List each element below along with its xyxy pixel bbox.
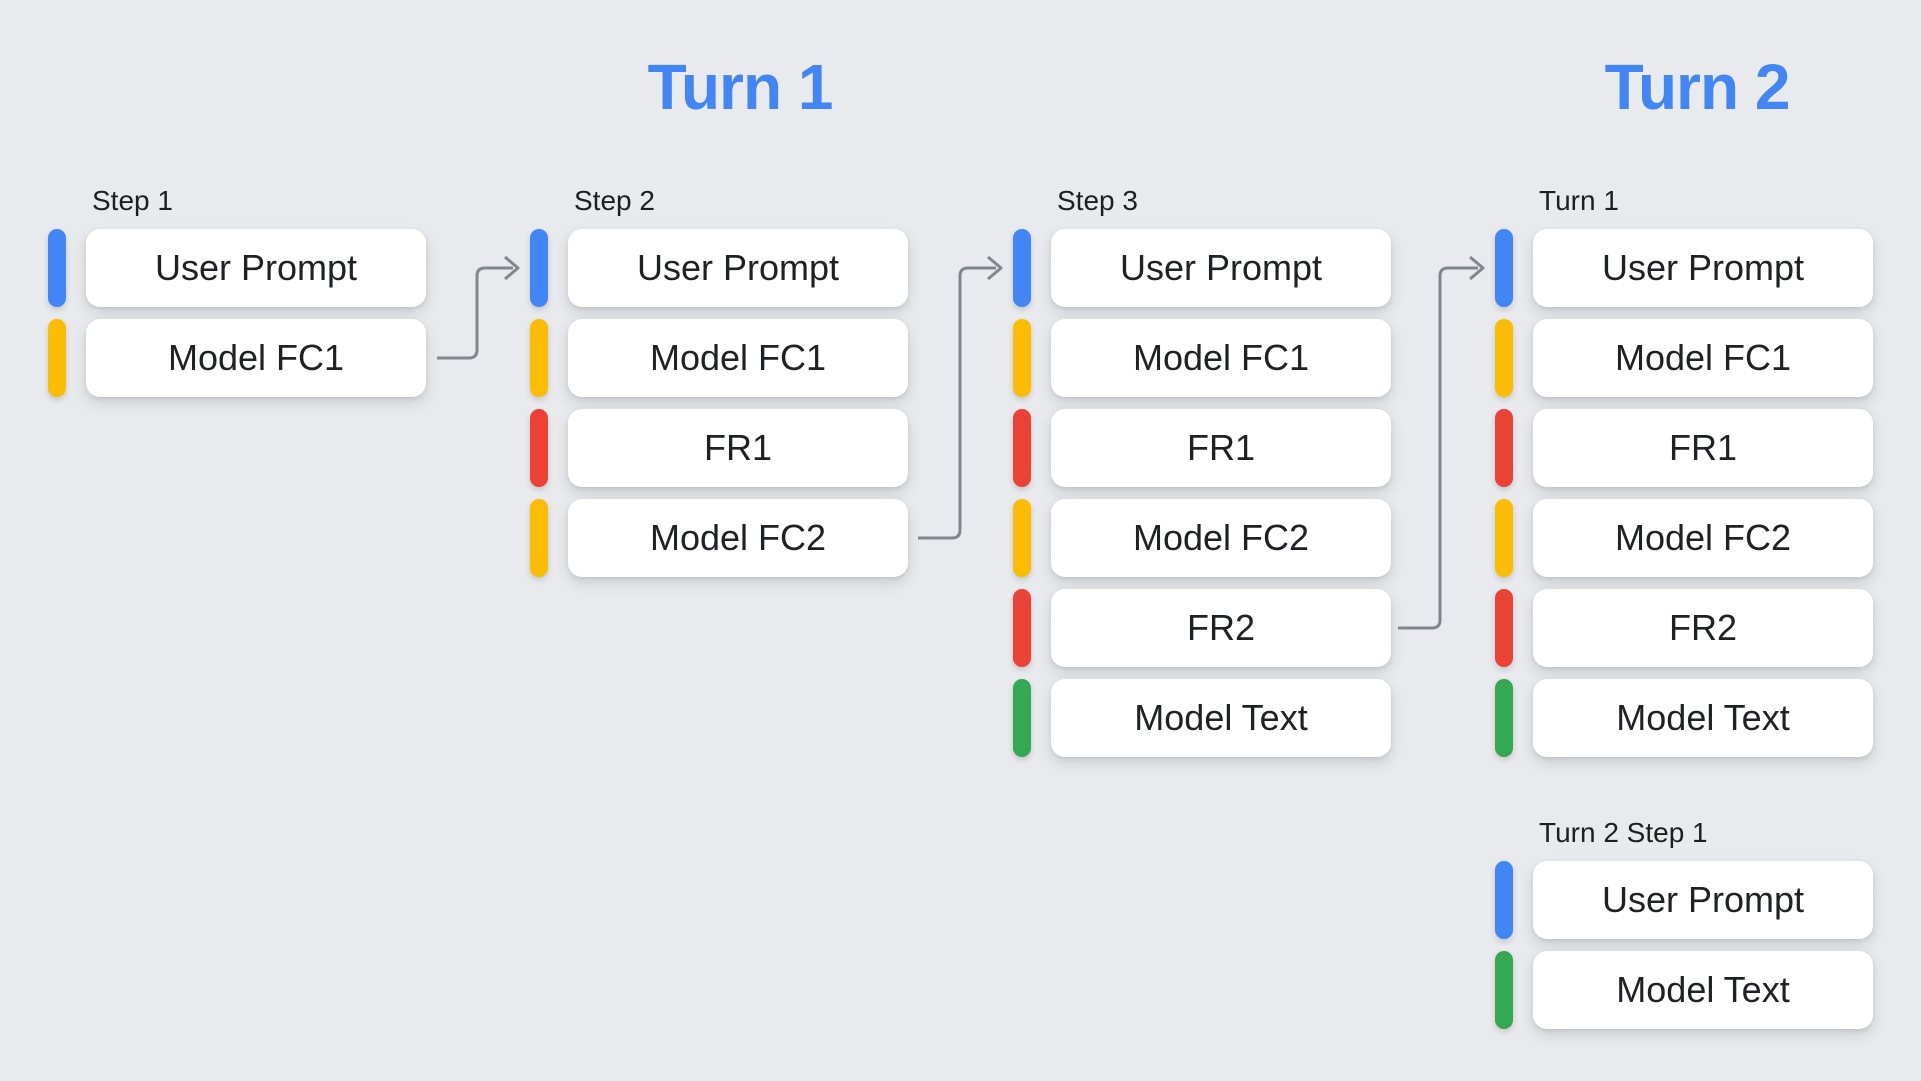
user-prompt-color-bar	[1013, 229, 1031, 307]
turn-1-title: Turn 1	[647, 51, 834, 123]
arrow-step1-to-step2-head	[504, 255, 520, 281]
model-fc2-color-bar	[1013, 499, 1031, 577]
model-fc1-color-bar	[1495, 319, 1513, 397]
row-model-fc2: Model FC2	[1495, 499, 1873, 577]
row-model-fc2: Model FC2	[1013, 499, 1391, 577]
model-fc2-card: Model FC2	[1051, 499, 1391, 577]
row-model-text: Model Text	[1495, 951, 1873, 1029]
user-prompt-color-bar	[1495, 229, 1513, 307]
column-step-1: Step 1 User Prompt Model FC1	[48, 186, 426, 409]
model-text-card: Model Text	[1533, 951, 1873, 1029]
model-text-card: Model Text	[1533, 679, 1873, 757]
column-label: Step 2	[574, 185, 655, 216]
user-prompt-card: User Prompt	[1533, 229, 1873, 307]
model-fc1-card: Model FC1	[568, 319, 908, 397]
row-fr2: FR2	[1495, 589, 1873, 667]
model-fc2-card: Model FC2	[568, 499, 908, 577]
arrow-step2-to-step3-head	[987, 255, 1003, 281]
row-user-prompt: User Prompt	[48, 229, 426, 307]
row-fr2: FR2	[1013, 589, 1391, 667]
user-prompt-card: User Prompt	[1533, 861, 1873, 939]
user-prompt-card: User Prompt	[568, 229, 908, 307]
model-fc2-card: Model FC2	[1533, 499, 1873, 577]
model-fc2-color-bar	[530, 499, 548, 577]
model-text-color-bar	[1495, 679, 1513, 757]
model-fc1-card: Model FC1	[1533, 319, 1873, 397]
model-text-color-bar	[1013, 679, 1031, 757]
column-label: Turn 2 Step 1	[1539, 817, 1708, 848]
user-prompt-color-bar	[530, 229, 548, 307]
column-step-3: Step 3 User Prompt Model FC1 FR1 Model F…	[1013, 186, 1391, 769]
model-fc1-color-bar	[48, 319, 66, 397]
row-model-fc1: Model FC1	[1013, 319, 1391, 397]
fr1-color-bar	[1495, 409, 1513, 487]
user-prompt-color-bar	[1495, 861, 1513, 939]
row-user-prompt: User Prompt	[530, 229, 908, 307]
user-prompt-card: User Prompt	[86, 229, 426, 307]
model-fc1-color-bar	[1013, 319, 1031, 397]
arrow-step1-to-step2	[437, 266, 513, 360]
row-fr1: FR1	[530, 409, 908, 487]
fr2-color-bar	[1013, 589, 1031, 667]
fr1-color-bar	[1013, 409, 1031, 487]
model-fc1-card: Model FC1	[1051, 319, 1391, 397]
fr1-color-bar	[530, 409, 548, 487]
model-fc2-color-bar	[1495, 499, 1513, 577]
fr2-color-bar	[1495, 589, 1513, 667]
arrow-step3-to-turn1-head	[1469, 255, 1485, 281]
model-text-color-bar	[1495, 951, 1513, 1029]
arrow-step3-to-turn1	[1398, 266, 1478, 630]
row-model-text: Model Text	[1013, 679, 1391, 757]
row-model-fc1: Model FC1	[1495, 319, 1873, 397]
column-turn-2-step-1: Turn 2 Step 1 User Prompt Model Text	[1495, 818, 1873, 1041]
fr1-card: FR1	[1533, 409, 1873, 487]
turn-2-title: Turn 2	[1604, 51, 1791, 123]
fr1-card: FR1	[1051, 409, 1391, 487]
column-label: Step 1	[92, 185, 173, 216]
user-prompt-card: User Prompt	[1051, 229, 1391, 307]
row-fr1: FR1	[1013, 409, 1391, 487]
row-model-text: Model Text	[1495, 679, 1873, 757]
column-turn-1: Turn 1 User Prompt Model FC1 FR1 Model F…	[1495, 186, 1873, 769]
row-model-fc2: Model FC2	[530, 499, 908, 577]
arrow-step2-to-step3	[918, 266, 996, 540]
model-fc1-color-bar	[530, 319, 548, 397]
row-user-prompt: User Prompt	[1013, 229, 1391, 307]
model-text-card: Model Text	[1051, 679, 1391, 757]
model-fc1-card: Model FC1	[86, 319, 426, 397]
fr2-card: FR2	[1533, 589, 1873, 667]
user-prompt-color-bar	[48, 229, 66, 307]
row-user-prompt: User Prompt	[1495, 229, 1873, 307]
column-label: Step 3	[1057, 185, 1138, 216]
row-model-fc1: Model FC1	[530, 319, 908, 397]
row-user-prompt: User Prompt	[1495, 861, 1873, 939]
row-fr1: FR1	[1495, 409, 1873, 487]
fr1-card: FR1	[568, 409, 908, 487]
fr2-card: FR2	[1051, 589, 1391, 667]
row-model-fc1: Model FC1	[48, 319, 426, 397]
column-label: Turn 1	[1539, 185, 1619, 216]
column-step-2: Step 2 User Prompt Model FC1 FR1 Model F…	[530, 186, 908, 589]
